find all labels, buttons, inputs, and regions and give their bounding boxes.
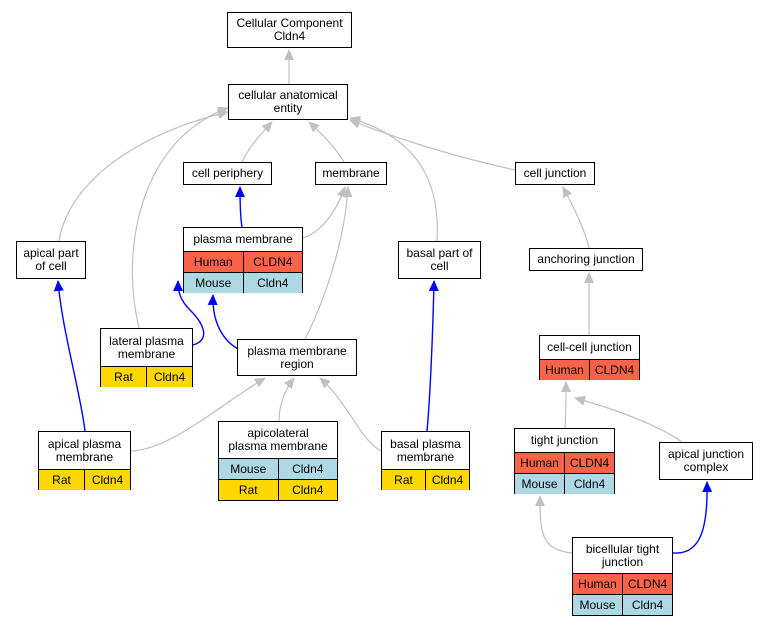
annotation-row: Rat Cldn4 — [39, 469, 130, 490]
species-cell: Human — [573, 574, 622, 594]
node-cell-junction-label: cell junction — [523, 166, 587, 180]
node-plasma-membrane-region-label: plasma membrane region — [247, 343, 347, 371]
gene-cell: CLDN4 — [242, 252, 302, 272]
node-membrane-label: membrane — [322, 166, 380, 180]
annotation-row: Human CLDN4 — [184, 251, 302, 272]
node-apicolateral-plasma-membrane[interactable]: apicolateral plasma membrane Mouse Cldn4… — [218, 421, 338, 501]
species-cell: Rat — [39, 470, 84, 490]
node-lateral-plasma-membrane[interactable]: lateral plasma membrane Rat Cldn4 — [100, 328, 193, 387]
edge-apicaljc-to-ccjunction — [574, 395, 683, 443]
gene-cell: CLDN4 — [564, 453, 614, 473]
gene-cell: Cldn4 — [277, 459, 337, 479]
gene-cell: Cldn4 — [242, 273, 302, 293]
gene-cell: CLDN4 — [622, 574, 672, 594]
species-cell: Rat — [219, 480, 278, 500]
edge-plasmamem-to-membrane — [302, 186, 347, 239]
node-apical-junction-complex-label: apical junction complex — [667, 447, 745, 474]
species-cell: Mouse — [219, 459, 278, 479]
node-cell-periphery[interactable]: cell periphery — [183, 162, 272, 185]
node-anchoring-junction-label: anchoring junction — [537, 252, 635, 266]
node-apical-part-of-cell[interactable]: apical part of cell — [16, 241, 86, 279]
edge-apicalpart-to-cae — [58, 109, 229, 242]
edge-bicellular-to-apicaljc — [672, 481, 713, 554]
node-apical-plasma-membrane-label: apical plasma membrane — [47, 436, 122, 464]
annotation-row: Human CLDN4 — [573, 573, 672, 594]
node-cellular-anatomical-entity[interactable]: cellular anatomical entity — [228, 84, 348, 120]
gene-cell: Cldn4 — [564, 474, 614, 494]
node-root[interactable]: Cellular Component Cldn4 — [227, 12, 352, 48]
edge-apicolateral-to-pmregion — [278, 377, 295, 422]
species-cell: Rat — [101, 367, 146, 387]
node-apicolateral-plasma-membrane-label: apicolateral plasma membrane — [228, 426, 328, 453]
edge-pmregion-to-membrane — [304, 186, 353, 340]
annotation-row: Mouse Cldn4 — [515, 473, 614, 494]
edge-celljunction-to-cae — [349, 119, 516, 171]
annotation-row: Rat Cldn4 — [101, 366, 192, 387]
node-plasma-membrane-label: plasma membrane — [193, 232, 293, 246]
node-basal-part-of-cell[interactable]: basal part of cell — [398, 241, 481, 279]
node-basal-part-of-cell-label: basal part of cell — [406, 246, 473, 273]
edge-tight-to-ccjunction — [560, 381, 571, 429]
species-cell: Mouse — [184, 273, 243, 293]
annotation-row: Mouse Cldn4 — [219, 458, 337, 479]
edge-plasmamem-to-cellperiph — [235, 186, 246, 228]
gene-cell: Cldn4 — [622, 595, 672, 615]
node-basal-plasma-membrane-label: basal plasma membrane — [390, 436, 461, 464]
node-apical-junction-complex[interactable]: apical junction complex — [659, 442, 753, 480]
gene-cell: CLDN4 — [589, 360, 639, 380]
gene-cell: Cldn4 — [277, 480, 337, 500]
annotation-row: Rat Cldn4 — [382, 469, 469, 490]
annotation-row: Rat Cldn4 — [219, 479, 337, 500]
annotation-row: Mouse Cldn4 — [184, 272, 302, 293]
node-cell-cell-junction[interactable]: cell-cell junction Human CLDN4 — [539, 335, 640, 380]
species-cell: Mouse — [515, 474, 564, 494]
gene-cell: Cldn4 — [84, 470, 130, 490]
node-cell-periphery-label: cell periphery — [191, 166, 264, 180]
species-cell: Rat — [382, 470, 425, 490]
node-cell-junction[interactable]: cell junction — [515, 162, 595, 185]
edge-anchoring-to-celljunction — [562, 186, 590, 249]
annotation-row: Human CLDN4 — [515, 452, 614, 473]
species-cell: Mouse — [573, 595, 622, 615]
node-lateral-plasma-membrane-label: lateral plasma membrane — [109, 333, 184, 361]
annotation-row: Mouse Cldn4 — [573, 594, 672, 615]
node-bicellular-tight-junction-label: bicellular tight junction — [585, 541, 660, 569]
edge-lateral-to-cae — [131, 106, 229, 329]
species-cell: Human — [540, 360, 589, 380]
species-cell: Human — [184, 252, 243, 272]
node-plasma-membrane[interactable]: plasma membrane Human CLDN4 Mouse Cldn4 — [183, 227, 303, 293]
annotation-row: Human CLDN4 — [540, 359, 639, 380]
node-tight-junction-label: tight junction — [530, 433, 599, 447]
node-cell-cell-junction-label: cell-cell junction — [547, 340, 632, 354]
node-basal-plasma-membrane[interactable]: basal plasma membrane Rat Cldn4 — [381, 431, 470, 490]
edge-basalpart-to-cae — [349, 116, 438, 242]
edge-apicalpm-to-apicalpart — [53, 280, 86, 432]
edge-basalpm-to-pmregion — [319, 377, 382, 452]
edge-bicellular-to-tight — [535, 495, 573, 554]
node-cellular-anatomical-entity-label: cellular anatomical entity — [238, 88, 338, 115]
node-bicellular-tight-junction[interactable]: bicellular tight junction Human CLDN4 Mo… — [572, 537, 673, 616]
node-anchoring-junction[interactable]: anchoring junction — [529, 248, 643, 271]
node-tight-junction[interactable]: tight junction Human CLDN4 Mouse Cldn4 — [514, 428, 615, 494]
edge-cellperiph-to-cae — [241, 121, 273, 163]
species-cell: Human — [515, 453, 564, 473]
node-apical-plasma-membrane[interactable]: apical plasma membrane Rat Cldn4 — [38, 431, 131, 490]
edge-lateral-to-plasmamem — [173, 280, 205, 346]
edge-membrane-to-cae — [308, 121, 345, 163]
node-root-label: Cellular Component Cldn4 — [236, 16, 343, 43]
node-apical-part-of-cell-label: apical part of cell — [23, 246, 79, 273]
node-plasma-membrane-region[interactable]: plasma membrane region — [237, 339, 357, 376]
gene-cell: Cldn4 — [425, 470, 469, 490]
edge-basalpm-to-basalpart — [426, 280, 439, 432]
node-membrane[interactable]: membrane — [315, 162, 387, 185]
edge-apicalpm-to-pmregion — [130, 377, 266, 452]
gene-cell: Cldn4 — [146, 367, 192, 387]
